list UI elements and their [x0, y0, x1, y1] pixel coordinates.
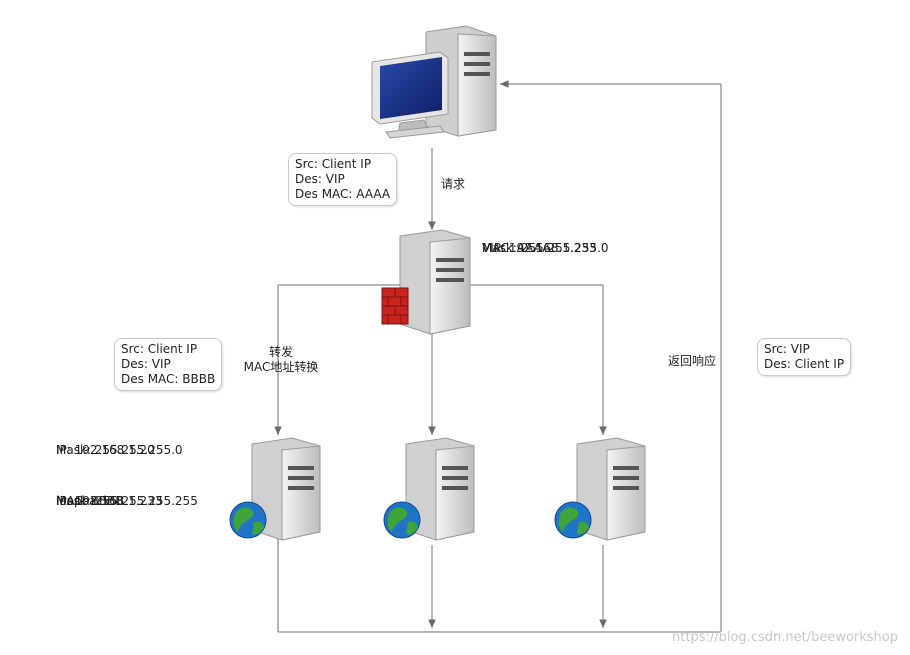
rs1-mask: Mask: 255.255.255.0 — [56, 443, 183, 457]
rs1-loopback-mask: Mask: 255.255.255.255 — [56, 494, 198, 508]
forward-packet-box: Src: Client IP Des: VIP Des MAC: BBBB — [114, 338, 223, 391]
forward-label-line1: 转发 — [268, 345, 293, 359]
director-mask: Mask: 255.255.255.0 — [482, 241, 609, 255]
globe-icon — [383, 501, 421, 539]
globe-icon — [554, 501, 592, 539]
request-des-mac: Des MAC: AAAA — [295, 187, 391, 201]
rs1-ip: IP: 192.168.1.20 — [56, 443, 155, 457]
rs1-loopback-title: loopback — [56, 494, 111, 508]
response-packet-box: Src: VIP Des: Client IP — [757, 338, 852, 376]
request-label: 请求 — [441, 177, 466, 191]
response-src: Src: VIP — [764, 342, 810, 356]
real-server-2-icon — [383, 437, 475, 541]
firewall-icon — [381, 287, 409, 325]
globe-icon — [229, 501, 267, 539]
response-des: Des: Client IP — [764, 357, 845, 371]
request-des: Des: VIP — [295, 172, 345, 186]
real-server-1-icon — [229, 437, 321, 541]
watermark: https://blog.csdn.net/beeworkshop — [672, 630, 898, 645]
forward-des: Des: VIP — [121, 357, 171, 371]
rs1-loopback-ip: IP: 192.168.1.233 — [56, 494, 163, 508]
client-computer-icon — [371, 25, 497, 139]
director-mac: MAC: AAAA — [482, 241, 551, 255]
rs1-loopback-mac: MAC: BBBB — [56, 494, 124, 508]
forward-src: Src: Client IP — [121, 342, 198, 356]
director-server-icon — [381, 229, 471, 335]
response-label: 返回响应 — [668, 354, 717, 368]
forward-label: 转发 MAC地址转换 — [232, 345, 330, 375]
forward-label-line2: MAC地址转换 — [243, 360, 319, 374]
request-src: Src: Client IP — [295, 157, 372, 171]
forward-des-mac: Des MAC: BBBB — [121, 372, 216, 386]
request-packet-box: Src: Client IP Des: VIP Des MAC: AAAA — [288, 153, 398, 206]
real-server-3-icon — [554, 437, 646, 541]
director-vip: VIP: 192.168.1.233 — [482, 241, 597, 255]
